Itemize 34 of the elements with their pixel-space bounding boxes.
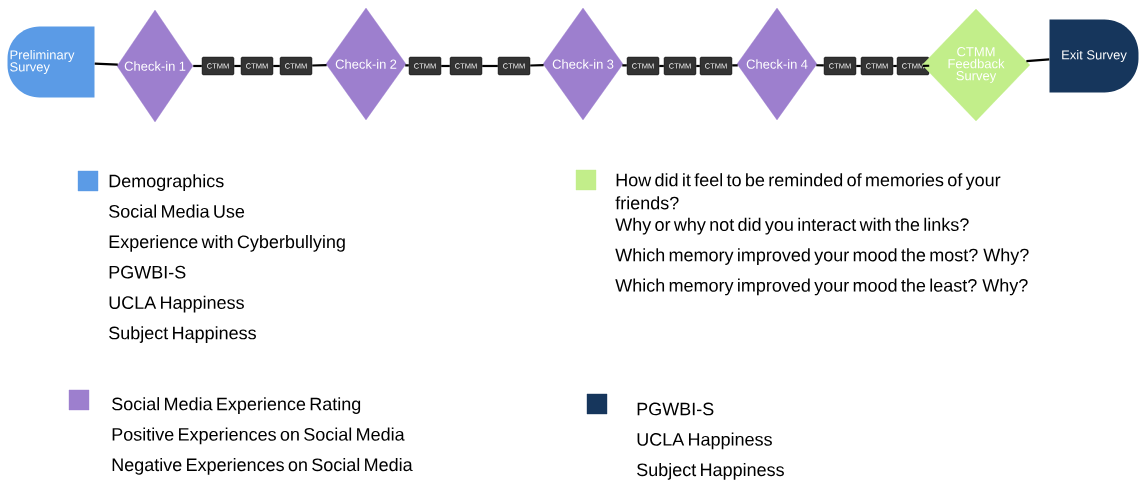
connector-line [405, 64, 409, 67]
connector-line [530, 64, 544, 67]
connector-line [856, 64, 861, 68]
connector-line [893, 64, 897, 68]
connector-line [1026, 58, 1050, 63]
connector-line [659, 64, 664, 68]
connector-line [922, 64, 930, 67]
connector-line [482, 64, 498, 68]
connector-line [312, 64, 327, 67]
list-item: Social Media Use [109, 204, 245, 218]
connector-line [273, 64, 280, 68]
list-item: Why or why not did you interact with the links? [615, 217, 969, 235]
list-item: UCLA Happiness [637, 432, 772, 450]
connector-line [94, 62, 118, 66]
connector-line [696, 64, 700, 68]
connector-line [622, 64, 627, 67]
connector-line [816, 64, 824, 67]
list-item: Which memory improved your mood the least? Why? [615, 278, 1028, 296]
legend-text: Social Media Experience Rating [112, 397, 361, 414]
list-item: UCLA Happiness [109, 295, 244, 313]
legend-text: PGWBI-S [637, 402, 714, 416]
legend-text: Demographics [109, 174, 224, 191]
legend-text: How did it feel to be reminded of memories of your friends? [615, 173, 1001, 210]
list-item: PGWBI-S [109, 265, 186, 279]
list-item: Experience with Cyberbullying [109, 234, 345, 252]
connector-line [193, 64, 202, 68]
connector-line [732, 64, 738, 67]
list-item: Positive Experiences on Social Media [112, 427, 405, 445]
list-item: Negative Experiences on Social Media [112, 457, 413, 475]
list-item: Subject Happiness [109, 326, 256, 343]
list-item: Subject Happiness [637, 462, 784, 480]
connector-line [441, 64, 450, 68]
connector-line [234, 64, 241, 68]
list-item: Which memory improved your mood the most? Why? [615, 248, 1029, 265]
